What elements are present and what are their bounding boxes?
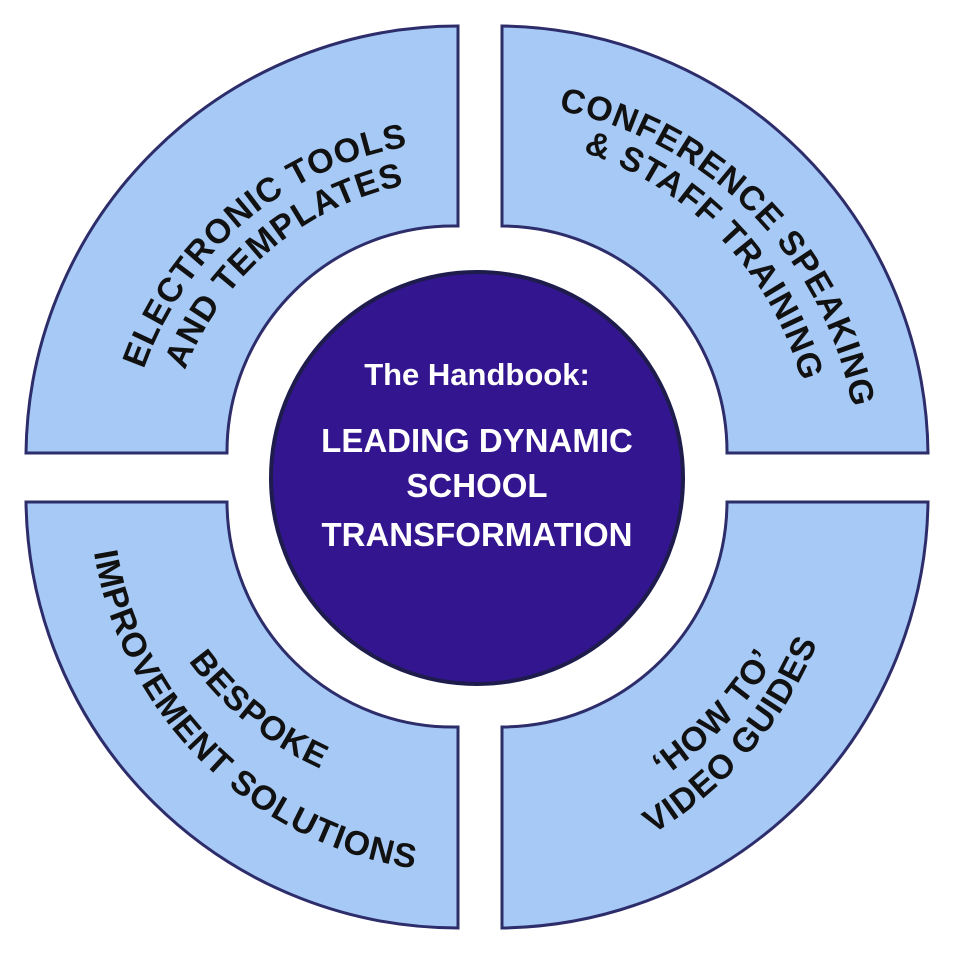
hub-title-line-3: TRANSFORMATION [321,516,632,553]
quadrant-bottom-right [500,500,930,930]
hub-title-line-1: LEADING DYNAMIC [321,422,633,459]
quadrant-top-left [24,24,460,455]
quadrant-top-right [500,24,930,455]
hub-title-line-2: SCHOOL [406,467,547,504]
quadrant-bottom-left [24,500,460,930]
hub-subtitle: The Handbook: [364,357,590,392]
center-hub [269,270,685,686]
